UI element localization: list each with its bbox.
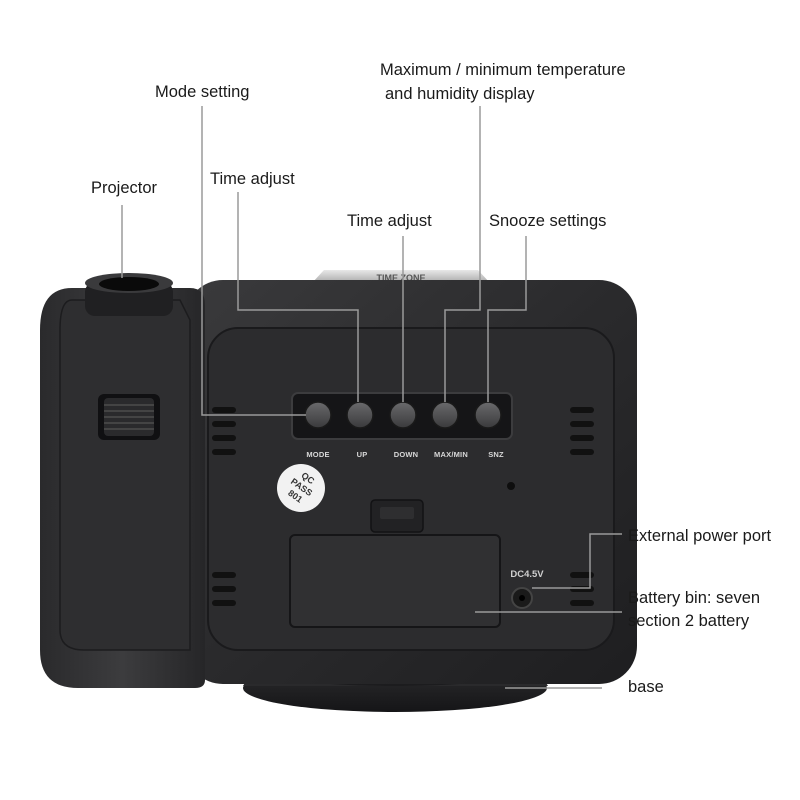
- maxmin-button[interactable]: MAX/MIN: [431, 401, 468, 459]
- leader-snooze: [487, 236, 527, 402]
- mode-button-label: MODE: [306, 450, 329, 459]
- dc-power-label: DC4.5V: [510, 569, 544, 580]
- callout-base: base: [628, 678, 664, 696]
- top-label-plate: TIME ZONE: [312, 270, 490, 283]
- battery-compartment: [289, 499, 501, 628]
- up-button-label: UP: [357, 450, 368, 459]
- callout-external-power: External power port: [628, 527, 772, 545]
- snooze-button-label: SNZ: [488, 450, 504, 459]
- vent-left-lower: [212, 572, 236, 606]
- reset-hole: [507, 482, 515, 490]
- down-button-label: DOWN: [394, 450, 419, 459]
- qc-pass-sticker: QC PASS 801: [277, 464, 325, 512]
- callout-battery-line2: section 2 battery: [628, 612, 750, 630]
- callout-maxmin-line1: Maximum / minimum temperature: [380, 61, 626, 79]
- projector-focus-wheel[interactable]: [104, 398, 154, 436]
- callout-snooze: Snooze settings: [489, 212, 607, 230]
- leader-mode-setting: [201, 106, 306, 416]
- vent-left-upper: [212, 407, 236, 455]
- down-button[interactable]: DOWN: [389, 401, 419, 459]
- callout-battery-line1: Battery bin: seven: [628, 589, 761, 607]
- leader-lines: [121, 106, 622, 689]
- projector-lens: [85, 273, 173, 316]
- callout-maxmin-line2: and humidity display: [385, 85, 535, 103]
- callout-mode-setting: Mode setting: [155, 83, 250, 101]
- leader-external-power: [532, 533, 622, 589]
- maxmin-button-label: MAX/MIN: [434, 450, 468, 459]
- vent-right-upper: [570, 407, 594, 455]
- callout-projector: Projector: [91, 179, 158, 197]
- up-button[interactable]: UP: [346, 401, 374, 459]
- projector-arm: [40, 288, 205, 688]
- callout-time-adjust-left: Time adjust: [210, 170, 295, 188]
- dc-power-port: DC4.5V: [510, 569, 544, 609]
- top-label-text: TIME ZONE: [377, 273, 426, 283]
- leader-maxmin: [444, 106, 481, 402]
- leader-time-adjust-left: [237, 192, 359, 402]
- callout-time-adjust-right: Time adjust: [347, 212, 432, 230]
